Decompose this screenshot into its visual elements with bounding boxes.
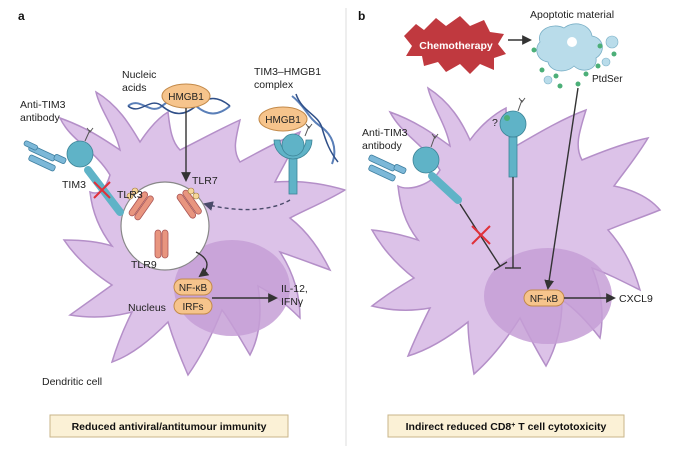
irfs-label: IRFs (182, 302, 203, 313)
nfkb-label-b: NF-κB (530, 294, 559, 305)
tlr9-to-nucleus-arrow (195, 251, 210, 278)
chemotherapy-burst (404, 16, 506, 74)
caption-a: Reduced antiviral/antitumour immunity (72, 421, 267, 433)
ptdser-dots (531, 43, 617, 89)
complex-hmgb1-pill (258, 106, 308, 132)
tlr7-label: TLR7 (192, 175, 218, 187)
irfs-pill (173, 297, 213, 315)
nucleic-acids-label-2: acids (122, 82, 147, 94)
tlr9-label: TLR9 (131, 259, 157, 271)
question-mark-label: ? (492, 117, 498, 129)
middle-inhibition-line (505, 177, 521, 269)
ptdser-to-nfkb-arrow (544, 87, 579, 290)
nfkb-pill-a (173, 278, 213, 296)
inhibition-cross-b (471, 225, 491, 245)
anti-tim3-label-a-1: Anti-TIM3 (20, 99, 66, 111)
cxcl9-label: CXCL9 (619, 293, 653, 305)
nfkb-label-a: NF-κB (179, 283, 208, 294)
panel-b-letter: b (358, 9, 365, 23)
caption-box-a (49, 414, 289, 438)
anti-tim3-label-b-1: Anti-TIM3 (362, 127, 408, 139)
tlr3-label: TLR3 (117, 189, 143, 201)
ptdser-label: PtdSer (592, 74, 623, 85)
tlr7-receptor (176, 189, 202, 219)
apoptotic-material-label: Apoptotic material (530, 9, 614, 21)
caption-b-sup: + (511, 422, 515, 429)
nucleus-label: Nucleus (128, 302, 166, 314)
complex-label-2: complex (254, 79, 294, 91)
tim3-hmgb1-complex (273, 123, 313, 195)
anti-tim3-antibody-a (23, 140, 67, 172)
endosome-ligands (126, 187, 200, 200)
complex-to-endosome-arrow (203, 199, 291, 211)
hmgb1-label: HMGB1 (168, 92, 204, 103)
dendritic-cell-label: Dendritic cell (42, 376, 102, 388)
tim3-label: TIM3 (62, 179, 86, 191)
caption-box-b (387, 414, 625, 438)
complex-label-1: TIM3–HMGB1 (254, 66, 321, 78)
ifng-label: IFNγ (281, 296, 304, 308)
inhibition-cross-a (93, 181, 111, 199)
il12-label: IL-12, (281, 283, 308, 295)
nucleic-acid-strand-d (295, 93, 339, 163)
anti-tim3-label-b-2: antibody (362, 140, 402, 152)
caption-b-post: T cell cytotoxicity (515, 421, 606, 433)
apoptotic-material (536, 23, 619, 85)
tlr9-receptor (154, 229, 169, 259)
chemotherapy-label: Chemotherapy (419, 40, 493, 52)
caption-b: Indirect reduced CD8+ T cell cytotoxicit… (406, 421, 607, 433)
caption-b-pre: Indirect reduced CD8 (406, 421, 512, 433)
panel-a-letter: a (18, 9, 25, 23)
tim3-receptor-b-left (412, 133, 462, 204)
nucleic-acid-strand-b (127, 97, 231, 115)
tim3-receptor-b-middle (499, 97, 527, 178)
complex-hmgb1-label: HMGB1 (265, 115, 301, 126)
anti-tim3-label-a-2: antibody (20, 112, 60, 124)
tlr3-receptor (128, 191, 154, 221)
anti-tim3-antibody-b (368, 154, 407, 182)
nucleic-acids-label-1: Nucleic (122, 69, 156, 81)
